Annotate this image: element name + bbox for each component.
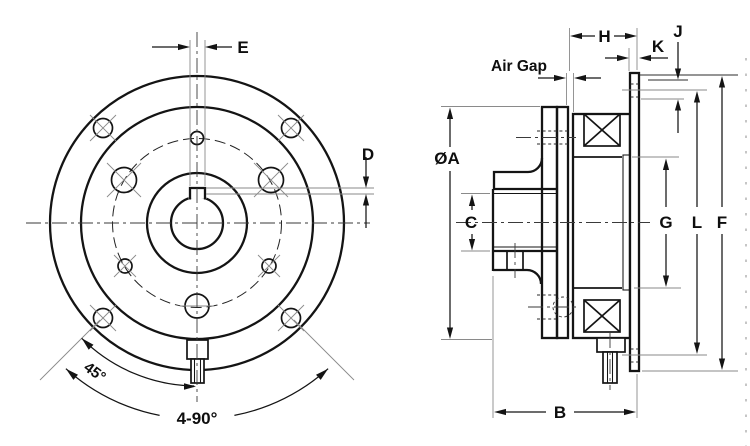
- side-view: Air Gap H K J: [434, 22, 738, 422]
- dim-l: L: [692, 91, 702, 354]
- mounting-hole: [277, 304, 305, 332]
- small-hole: [257, 254, 281, 278]
- release-hole: [106, 162, 142, 198]
- dim-f: F: [717, 76, 727, 370]
- dim-label-dia-a: ØA: [434, 149, 460, 168]
- dim-label-d: D: [362, 145, 374, 164]
- bolt-circle-holes: [106, 130, 289, 319]
- dim-air-gap: Air Gap: [491, 58, 601, 82]
- magnet-body: [571, 112, 632, 340]
- hub-assembly: [491, 105, 570, 340]
- terminal-stud-side: [596, 333, 626, 390]
- terminal-pin: [190, 358, 205, 384]
- mounting-plate-section: [628, 71, 641, 373]
- dim-j: J: [673, 22, 683, 133]
- mounting-hole: [89, 114, 117, 142]
- dim-k: K: [605, 37, 668, 62]
- small-hole: [113, 254, 137, 278]
- dim-label-air-gap: Air Gap: [491, 58, 547, 75]
- keyway-mask: [188, 184, 207, 199]
- extension-lines: [441, 28, 738, 418]
- dim-dia-a: ØA: [434, 107, 460, 339]
- dim-label-45: 45°: [80, 359, 108, 386]
- dim-mounting-pattern: 4-90°: [65, 319, 355, 428]
- hub-shelf-bottom: [493, 268, 543, 285]
- mounting-hole: [277, 114, 305, 142]
- mounting-hole: [89, 304, 117, 332]
- dim-label-b: B: [554, 403, 566, 422]
- terminal-block: [186, 339, 209, 360]
- dim-key-width: E: [152, 38, 249, 186]
- dim-label-j: J: [673, 22, 682, 41]
- dim-label-k: K: [652, 37, 665, 56]
- front-centerlines: [26, 32, 370, 402]
- dim-label-c: C: [465, 213, 477, 232]
- bore-keyway: [188, 184, 207, 200]
- dim-b: B: [494, 403, 636, 422]
- dim-label-h: H: [598, 27, 610, 46]
- terminal-stud-front: [186, 339, 209, 384]
- coil-winding-symbol: [583, 299, 621, 333]
- dim-label-4-90: 4-90°: [177, 409, 218, 428]
- magnet-housing: [571, 112, 632, 340]
- dim-g: G: [659, 158, 673, 287]
- hidden-details: [516, 130, 580, 320]
- dim-hole-angle: 45°: [39, 319, 196, 390]
- dim-keyway-depth: D: [206, 145, 374, 228]
- mounting-holes: [89, 114, 305, 332]
- terminal-block: [596, 337, 626, 353]
- front-view: E D 45° 4-90°: [26, 32, 374, 428]
- release-hole: [253, 162, 289, 198]
- hub-shelf-top: [492, 157, 544, 190]
- set-screw: [506, 243, 524, 278]
- dim-label-f: F: [717, 213, 727, 232]
- dim-label-g: G: [659, 213, 672, 232]
- dim-c: C: [465, 194, 477, 251]
- dim-h: H: [570, 27, 637, 46]
- coil-winding-symbol: [583, 113, 621, 147]
- keyway-outline: [188, 186, 207, 200]
- dim-label-e: E: [237, 38, 248, 57]
- mounting-plate: [628, 71, 641, 373]
- dim-label-l: L: [692, 213, 702, 232]
